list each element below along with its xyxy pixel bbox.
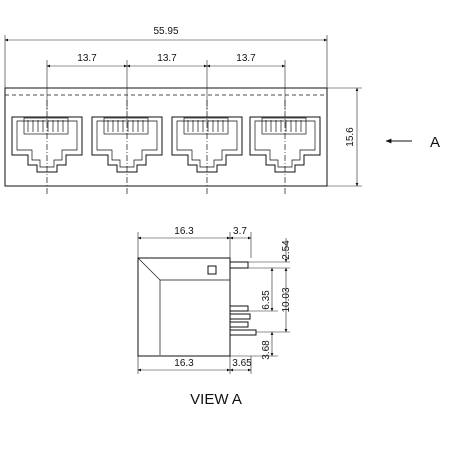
pitch-label-1: 13.7 (77, 53, 97, 64)
view-arrow-label: A (430, 134, 440, 151)
dim-10-03: 10.03 (281, 287, 292, 312)
side-top-dimensions: 16.3 3.7 (137, 226, 252, 258)
overall-width-dimension: 55.95 (4, 26, 328, 88)
side-bottom-right-label: 3.65 (232, 358, 252, 369)
dim-6-35: 6.35 (261, 290, 272, 310)
height-label: 15.6 (345, 127, 356, 147)
port-4 (249, 100, 321, 195)
port-2 (91, 100, 163, 195)
port-3 (171, 100, 243, 195)
front-view: 55.95 13.7 13.7 13.7 (4, 26, 440, 195)
port-1 (11, 100, 83, 195)
dim-3-68: 3.68 (261, 340, 272, 360)
pitch-label-3: 13.7 (236, 53, 256, 64)
side-view: 16.3 3.7 2.54 10.03 (137, 226, 292, 408)
dim-2-54: 2.54 (281, 240, 292, 260)
side-pins (229, 261, 257, 336)
side-top-left-label: 16.3 (174, 226, 194, 237)
side-bottom-dimensions: 16.3 3.65 (137, 356, 252, 374)
pitch-label-2: 13.7 (157, 53, 177, 64)
overall-width-label: 55.95 (153, 26, 178, 37)
side-top-right-label: 3.7 (233, 226, 247, 237)
view-arrow: A (385, 134, 440, 151)
connector-housing (4, 87, 328, 187)
pitch-dimensions: 13.7 13.7 13.7 (46, 53, 286, 110)
side-right-dimensions: 2.54 10.03 6.35 3.68 (230, 238, 292, 360)
latch-window (207, 265, 217, 275)
view-caption: VIEW A (190, 391, 242, 408)
side-bottom-left-label: 16.3 (174, 358, 194, 369)
height-dimension: 15.6 (327, 87, 362, 187)
